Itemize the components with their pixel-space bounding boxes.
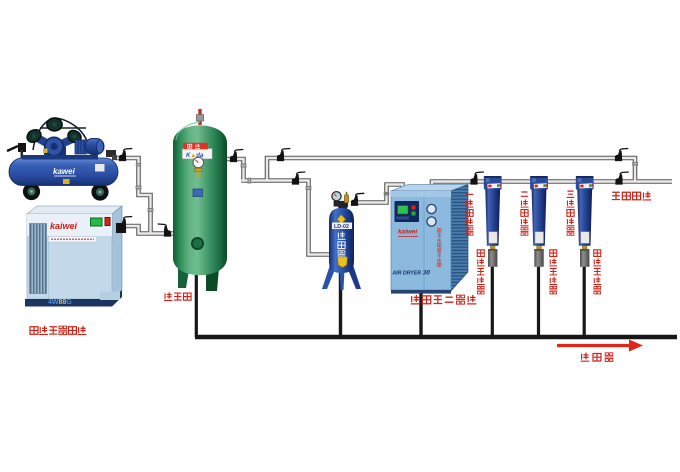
svg-text:kaiwei: kaiwei xyxy=(398,229,417,236)
svg-text:kaiwei: kaiwei xyxy=(50,221,78,231)
svg-text:K▲da: K▲da xyxy=(186,153,204,159)
svg-text:AIR DRYER 30: AIR DRYER 30 xyxy=(392,270,431,277)
svg-text:LD-02: LD-02 xyxy=(334,224,349,230)
svg-text:kawei: kawei xyxy=(53,167,76,176)
svg-text:4W88G: 4W88G xyxy=(48,299,72,306)
